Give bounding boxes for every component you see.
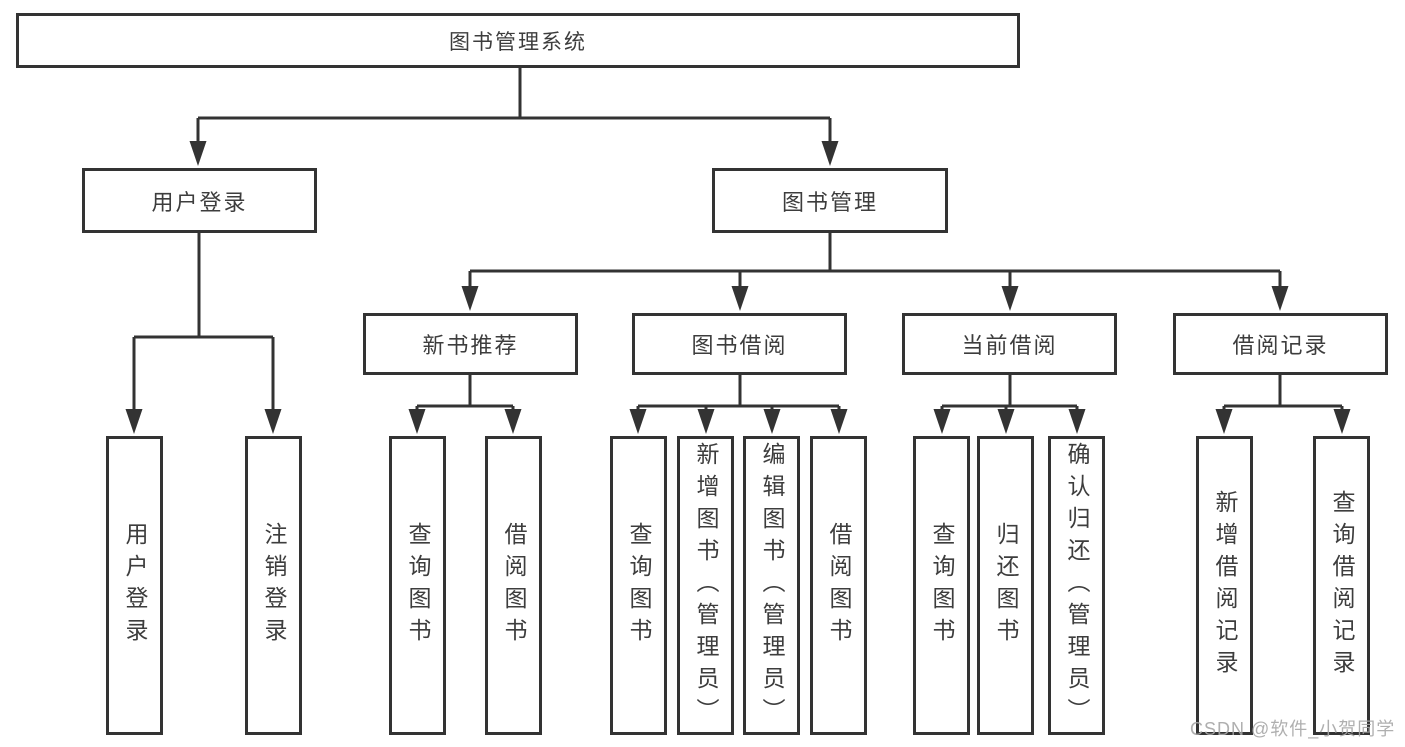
node-borrowing-records-label: 借阅记录	[1232, 333, 1329, 358]
node-leaf-g3-return-book: 归还图书	[977, 436, 1034, 735]
node-leaf-g4-query-borrow-record-label: 查询借阅记录	[1329, 489, 1355, 682]
node-leaf-g1-query-book-label: 查询图书	[405, 521, 431, 650]
node-leaf-g4-add-borrow-record: 新增借阅记录	[1196, 436, 1253, 735]
arrowhead-group	[125, 141, 1351, 434]
node-new-book-recommendation: 新书推荐	[363, 313, 578, 375]
node-leaf-g2-query-book: 查询图书	[610, 436, 667, 735]
node-book-borrowing: 图书借阅	[632, 313, 847, 375]
node-leaf-g4-query-borrow-record: 查询借阅记录	[1313, 436, 1370, 735]
node-leaf-g1-query-book: 查询图书	[389, 436, 446, 735]
node-leaf-g3-return-book-label: 归还图书	[993, 521, 1019, 650]
node-leaf-g3-confirm-return-admin: 确认归还（管理员）	[1048, 436, 1105, 735]
node-leaf-g3-confirm-return-admin-label: 确认归还（管理员）	[1064, 441, 1090, 730]
node-leaf-g2-edit-book-admin: 编辑图书（管理员）	[743, 436, 800, 735]
node-root-system-label: 图书管理系统	[449, 30, 587, 54]
node-leaf-g2-borrow-book-label: 借阅图书	[826, 521, 852, 650]
node-leaf-user-login: 用户登录	[106, 436, 163, 735]
node-leaf-g2-borrow-book: 借阅图书	[810, 436, 867, 735]
node-leaf-g2-query-book-label: 查询图书	[626, 521, 652, 650]
node-leaf-g3-query-book-label: 查询图书	[929, 521, 955, 650]
node-book-borrowing-label: 图书借阅	[691, 333, 788, 358]
node-leaf-logout-label: 注销登录	[261, 521, 287, 650]
node-current-borrowing-label: 当前借阅	[961, 333, 1058, 358]
node-leaf-g1-borrow-book-label: 借阅图书	[501, 521, 527, 650]
node-leaf-logout: 注销登录	[245, 436, 302, 735]
node-leaf-g4-add-borrow-record-label: 新增借阅记录	[1212, 489, 1238, 682]
node-user-login: 用户登录	[82, 168, 317, 233]
node-leaf-g2-add-book-admin: 新增图书（管理员）	[677, 436, 734, 735]
node-user-login-label: 用户登录	[151, 189, 248, 215]
node-leaf-g2-add-book-admin-label: 新增图书（管理员）	[693, 441, 719, 730]
node-leaf-g2-edit-book-admin-label: 编辑图书（管理员）	[759, 441, 785, 730]
csdn-watermark: CSDN @软件_小贺同学	[1190, 719, 1396, 739]
node-leaf-user-login-label: 用户登录	[122, 521, 148, 650]
node-leaf-g3-query-book: 查询图书	[913, 436, 970, 735]
node-book-management: 图书管理	[712, 168, 948, 233]
node-leaf-g1-borrow-book: 借阅图书	[485, 436, 542, 735]
node-borrowing-records: 借阅记录	[1173, 313, 1388, 375]
node-book-management-label: 图书管理	[781, 189, 878, 215]
node-current-borrowing: 当前借阅	[902, 313, 1117, 375]
node-new-book-recommendation-label: 新书推荐	[422, 333, 519, 358]
node-root-system: 图书管理系统	[16, 13, 1020, 68]
